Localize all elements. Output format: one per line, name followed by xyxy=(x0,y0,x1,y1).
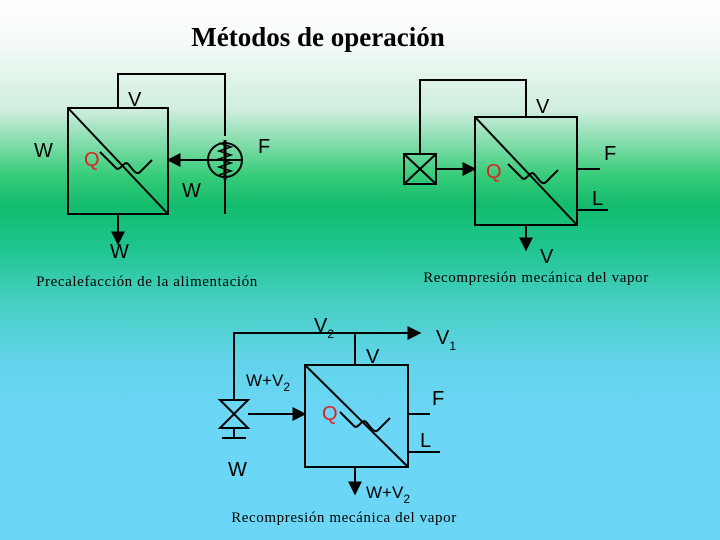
unit-mvr-2: V2 V V1 W+V2 Q F L W W+V2 Recompresión m… xyxy=(217,315,457,526)
label-w: W xyxy=(228,459,247,481)
heating-coil-icon xyxy=(99,151,153,174)
label-v: V xyxy=(366,346,380,368)
label-w-v2-out: W+V2 xyxy=(366,483,410,506)
label-q: Q xyxy=(84,149,100,171)
heating-coil-icon xyxy=(507,163,559,184)
label-v-top: V xyxy=(536,96,550,118)
label-f: F xyxy=(604,143,616,165)
label-v2: V2 xyxy=(314,315,334,341)
label-v1: V1 xyxy=(436,327,456,353)
compressor-icon xyxy=(403,153,437,185)
evaporator-diagonal xyxy=(304,364,409,468)
label-f: F xyxy=(432,388,444,410)
heating-coil-icon xyxy=(339,411,391,432)
caption-feed-preheating: Precalefacción de la alimentación xyxy=(36,274,258,290)
label-w-out: W xyxy=(110,241,129,263)
label-q: Q xyxy=(486,161,502,183)
label-v: V xyxy=(128,89,142,111)
caption-mvr-2: Recompresión mecánica del vapor xyxy=(231,510,457,526)
label-q: Q xyxy=(322,403,338,425)
unit-feed-preheating: V W Q F W W Precalefacción de la aliment… xyxy=(34,73,270,290)
v2-line xyxy=(233,332,356,400)
label-f: F xyxy=(258,136,270,158)
unit-mvr-1: V F Q L V Recompresión mecánica del vapo… xyxy=(403,79,649,286)
label-l: L xyxy=(592,188,603,210)
evaporator-diagonal xyxy=(474,116,578,226)
vapor-line xyxy=(117,73,226,136)
caption-mvr-1: Recompresión mecánica del vapor xyxy=(423,270,649,286)
label-w-mid: W xyxy=(182,180,201,202)
label-w-v2: W+V2 xyxy=(246,371,290,394)
label-l: L xyxy=(420,430,431,452)
evaporator-diagonal xyxy=(67,107,169,215)
vapor-line xyxy=(419,79,527,154)
compressor-icon xyxy=(217,399,251,439)
label-v-out: V xyxy=(540,246,554,268)
label-w-in: W xyxy=(34,140,53,162)
diagram-title: Métodos de operación xyxy=(191,22,444,52)
